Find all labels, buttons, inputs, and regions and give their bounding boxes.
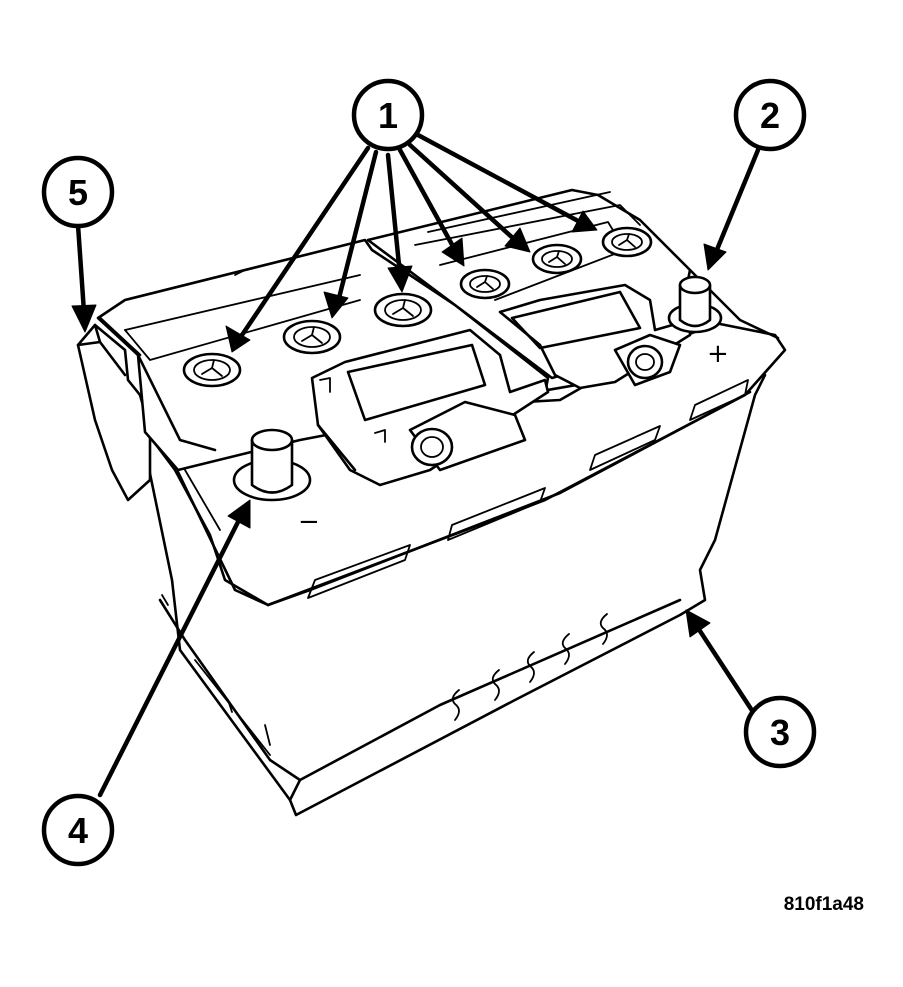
leader-1b — [335, 149, 379, 305]
arrow-5 — [71, 304, 97, 333]
handle-latch-left — [310, 328, 550, 487]
arrow-1c — [387, 265, 413, 293]
figure-code: 810f1a48 — [784, 894, 864, 915]
vent-cap — [182, 352, 242, 388]
arrow-4 — [227, 499, 251, 529]
handle-latch-right — [498, 283, 692, 390]
leader-3 — [695, 625, 758, 718]
leader-1a — [237, 145, 371, 341]
callout-3: 3 — [743, 695, 817, 769]
leader-2 — [713, 147, 761, 255]
arrow-1f — [571, 210, 598, 233]
callout-2-label: 2 — [760, 95, 780, 136]
arrow-1a — [225, 325, 251, 353]
leader-1e — [407, 142, 518, 243]
arrow-1e — [504, 227, 531, 253]
vent-caps-left — [182, 292, 433, 388]
callout-4-label: 4 — [68, 810, 88, 851]
callout-5-label: 5 — [68, 172, 88, 213]
vent-caps-right — [459, 226, 653, 300]
positive-terminal: + — [667, 275, 729, 369]
leader-1d — [397, 147, 458, 253]
arrow-1b — [323, 291, 349, 319]
positive-mark: + — [707, 339, 729, 369]
callout-1-label: 1 — [378, 95, 398, 136]
callout-5: 5 — [41, 155, 115, 229]
arrow-1d — [441, 237, 465, 267]
negative-mark: − — [298, 507, 320, 537]
arrow-2 — [703, 243, 727, 271]
vent-cap — [531, 243, 583, 275]
leader-4 — [97, 515, 243, 798]
leader-5 — [75, 222, 87, 315]
arrow-3 — [685, 609, 711, 638]
vent-cap — [601, 226, 653, 258]
leader-lines — [71, 132, 761, 798]
leader-1c — [385, 152, 403, 278]
callout-3-label: 3 — [770, 712, 790, 753]
callout-2: 2 — [733, 78, 807, 152]
negative-terminal: − — [232, 428, 320, 537]
leader-1f — [415, 132, 583, 225]
callout-1: 1 — [351, 78, 425, 152]
vent-cap — [282, 319, 342, 355]
vent-cap — [373, 292, 433, 328]
callout-4: 4 — [41, 793, 115, 867]
vent-cap — [459, 268, 511, 300]
